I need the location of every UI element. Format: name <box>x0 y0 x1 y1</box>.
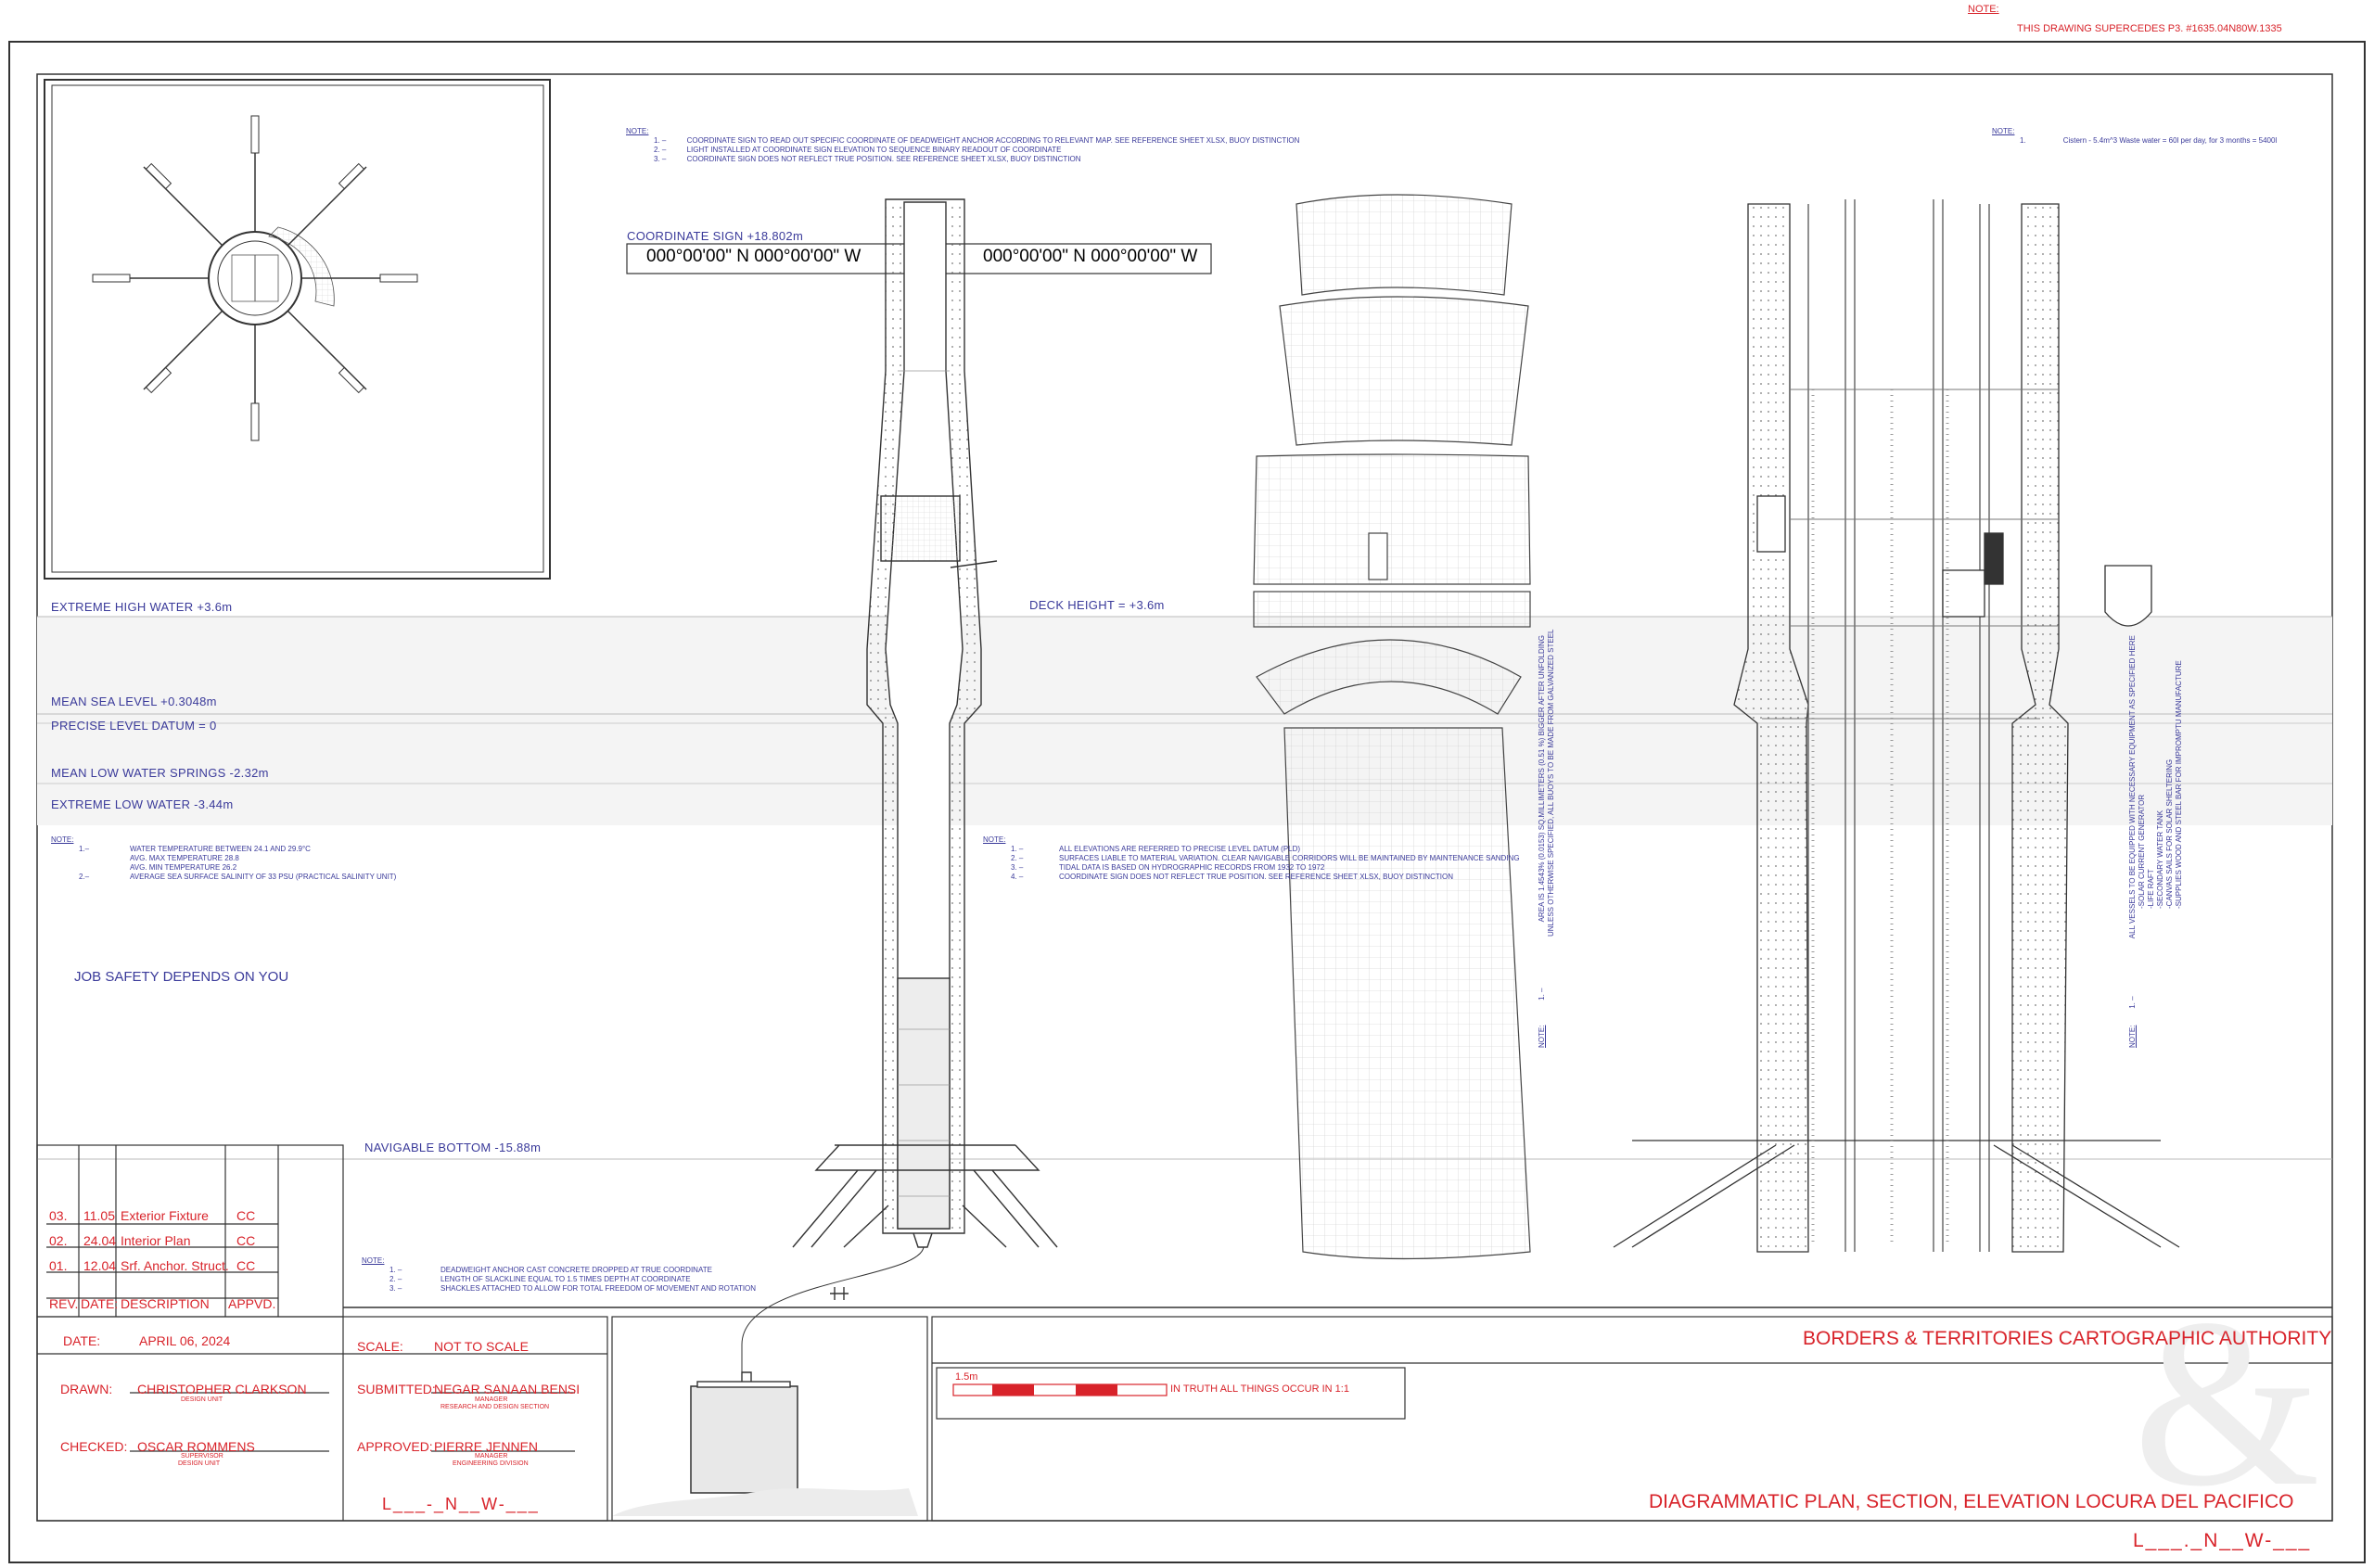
vertical-note-equipment: NOTE: 1. – ALL VESSELS TO BE EQUIPPED WI… <box>2128 635 2183 1048</box>
scale-label: SCALE: <box>357 1339 403 1354</box>
date-label: DATE: <box>63 1333 101 1348</box>
approved-name: PIERRE JENNEN <box>434 1439 539 1454</box>
submitted-name: NEGAR SANAAN BENSI <box>434 1382 581 1396</box>
checked-role: SUPERVISOR <box>181 1453 223 1460</box>
approved-unit: ENGINEERING DIVISION <box>453 1460 529 1467</box>
authority-name: BORDERS & TERRITORIES CARTOGRAPHIC AUTHO… <box>1803 1328 2332 1349</box>
submitted-role: MANAGER <box>475 1396 508 1403</box>
scale-bar-label: 1.5m <box>955 1371 978 1383</box>
plan-frame <box>44 79 551 580</box>
level-extreme-low: EXTREME LOW WATER -3.44m <box>51 797 234 811</box>
approved-role: MANAGER <box>475 1453 508 1460</box>
unfolded-panels <box>1253 194 1531 1260</box>
checked-name: OSCAR ROMMENS <box>137 1439 255 1454</box>
scale-value: NOT TO SCALE <box>434 1339 529 1354</box>
level-datum: PRECISE LEVEL DATUM = 0 <box>51 719 217 733</box>
scale-bar <box>952 1383 1168 1396</box>
drawn-name: CHRISTOPHER CLARKSON <box>137 1382 307 1396</box>
level-mlws: MEAN LOW WATER SPRINGS -2.32m <box>51 766 269 780</box>
right-note: NOTE: 1. Cistern - 5.4m^3 Waste water = … <box>1992 127 2278 145</box>
water-band <box>37 617 2332 825</box>
drawing-code-small: L___-_N__W-___ <box>382 1495 540 1513</box>
supersedes-note: THIS DRAWING SUPERCEDES P3. #1635.04N80W… <box>2017 23 2282 34</box>
submitted-unit: RESEARCH AND DESIGN SECTION <box>440 1404 550 1410</box>
sheet-border-outer <box>8 41 2366 1563</box>
drawing-title: DIAGRAMMATIC PLAN, SECTION, ELEVATION LO… <box>1649 1491 2294 1512</box>
checked-unit: DESIGN UNIT <box>178 1460 221 1467</box>
motto: IN TRUTH ALL THINGS OCCUR IN 1:1 <box>1170 1383 1349 1395</box>
level-deck: DECK HEIGHT = +3.6m <box>1029 598 1165 612</box>
ampersand-watermark: & <box>2133 1269 2320 1536</box>
drawn-unit: DESIGN UNIT <box>181 1396 223 1403</box>
title-block-lines <box>36 1144 2333 1522</box>
plan-view <box>92 115 418 441</box>
level-mean-sea: MEAN SEA LEVEL +0.3048m <box>51 695 217 708</box>
deadweight-anchor <box>690 1385 798 1494</box>
anchor-note: NOTE: 1. –DEADWEIGHT ANCHOR CAST CONCRET… <box>362 1256 757 1293</box>
coordinate-readout-left: 000°00'00" N 000°00'00" W <box>646 247 862 266</box>
coordinate-sign-title: COORDINATE SIGN +18.802m <box>627 229 804 243</box>
submitted-label: SUBMITTED: <box>357 1382 436 1396</box>
note-label: NOTE: <box>626 127 649 135</box>
drawing-code-large: L___._N__W-___ <box>2133 1530 2312 1551</box>
header-note-label: NOTE: <box>1968 4 1999 15</box>
checked-label: CHECKED: <box>60 1439 128 1454</box>
job-safety-slogan: JOB SAFETY DEPENDS ON YOU <box>74 969 289 985</box>
vertical-note-steel: NOTE: 1. – AREA IS 1.4543% (0.0153) SQ.M… <box>1538 629 1555 1049</box>
top-note: NOTE: 1. – COORDINATE SIGN TO READ OUT S… <box>626 127 1300 163</box>
coordinate-readout-right: 000°00'00" N 000°00'00" W <box>983 247 1198 266</box>
approved-label: APPROVED: <box>357 1439 433 1454</box>
section-view <box>612 198 1058 1516</box>
elevation-view <box>1613 199 2180 1253</box>
mid-note: NOTE: 1. –ALL ELEVATIONS ARE REFERRED TO… <box>983 835 1520 881</box>
level-extreme-high: EXTREME HIGH WATER +3.6m <box>51 600 233 614</box>
water-note: NOTE: 1.–WATER TEMPERATURE BETWEEN 24.1 … <box>51 835 397 881</box>
date-value: APRIL 06, 2024 <box>139 1333 231 1348</box>
level-navigable-bottom: NAVIGABLE BOTTOM -15.88m <box>364 1141 542 1154</box>
drawn-label: DRAWN: <box>60 1382 113 1396</box>
